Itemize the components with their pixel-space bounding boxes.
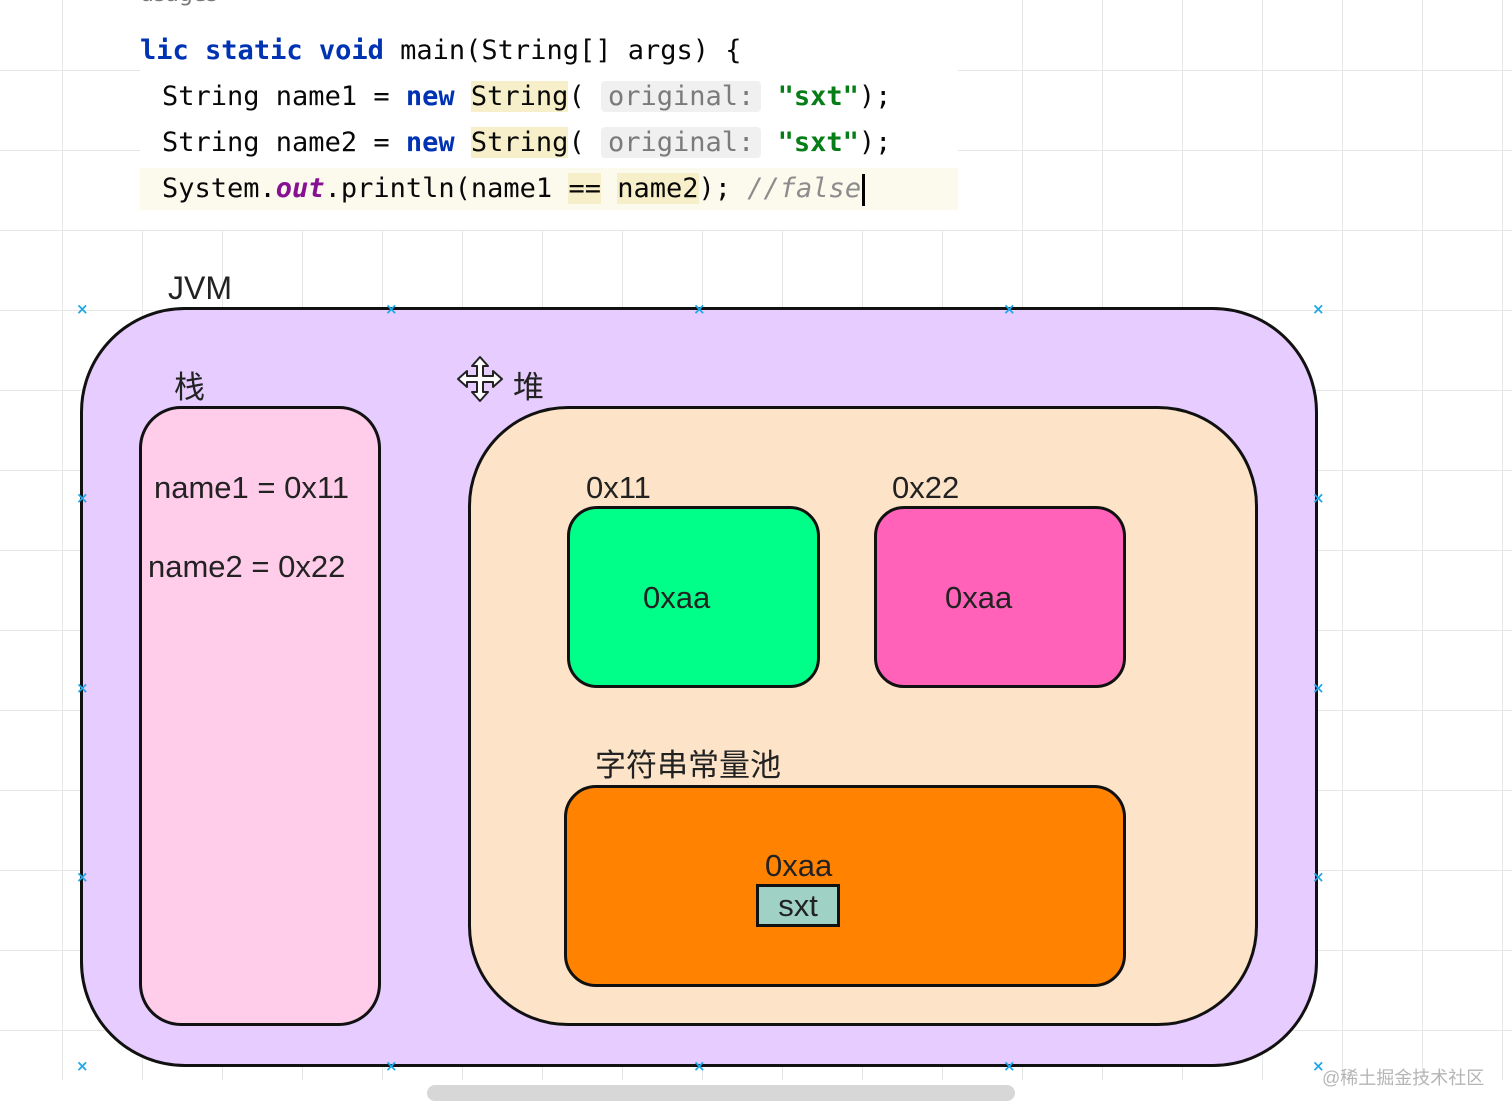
code-var-name2: name2 xyxy=(617,173,699,204)
selection-handle-icon[interactable]: × xyxy=(693,1057,706,1075)
code-system: System. xyxy=(162,173,276,204)
heap-object-2[interactable] xyxy=(874,506,1126,688)
string-pool-value-cell[interactable]: sxt xyxy=(756,884,840,927)
code-println-close: ); xyxy=(698,173,748,204)
selection-handle-icon[interactable]: × xyxy=(76,1057,89,1075)
code-usages-hint: usages xyxy=(140,0,218,16)
selection-handle-icon[interactable]: × xyxy=(1312,1057,1325,1075)
selection-handle-icon[interactable]: × xyxy=(1003,300,1016,318)
selection-handle-icon[interactable]: × xyxy=(76,489,89,507)
string-pool-address: 0xaa xyxy=(765,848,833,883)
code-string-literal: "sxt" xyxy=(777,81,859,112)
selection-handle-icon[interactable]: × xyxy=(1312,679,1325,697)
code-param-hint: original: xyxy=(600,81,762,112)
code-kw-new: new xyxy=(405,81,455,112)
code-type: String xyxy=(162,81,276,112)
stack-label: 栈 xyxy=(174,370,205,405)
heap-object-address-1: 0x11 xyxy=(586,470,651,505)
code-stmt-end: ); xyxy=(858,127,892,158)
string-pool-container[interactable] xyxy=(564,785,1126,987)
selection-handle-icon[interactable]: × xyxy=(1003,1057,1016,1075)
code-main-signature: main(String[] args) { xyxy=(383,35,742,66)
heap-object-content-2: 0xaa xyxy=(945,580,1013,615)
selection-handle-icon[interactable]: × xyxy=(1312,868,1325,886)
scrollbar-thumb[interactable] xyxy=(427,1085,1015,1101)
jvm-label: JVM xyxy=(168,270,232,306)
move-cursor-icon xyxy=(457,356,503,402)
selection-handle-icon[interactable]: × xyxy=(1312,489,1325,507)
code-ctor: String xyxy=(470,81,569,112)
code-var-name2: name2 xyxy=(275,127,358,158)
text-caret xyxy=(862,173,866,206)
stack-entry-name2[interactable]: name2 = 0x22 xyxy=(148,549,346,584)
code-var-name1: name1 xyxy=(275,81,358,112)
code-string-literal: "sxt" xyxy=(777,127,859,158)
code-stmt-end: ); xyxy=(858,81,892,112)
code-snippet: usages lic static void main(String[] arg… xyxy=(140,0,958,230)
string-pool-label: 字符串常量池 xyxy=(595,748,781,783)
code-ctor: String xyxy=(470,127,569,158)
code-line-name1: String name1 = new String( original: "sx… xyxy=(162,76,891,118)
code-line-name2: String name2 = new String( original: "sx… xyxy=(162,122,891,164)
code-compare-operator: == xyxy=(568,173,601,204)
code-kw-void: void xyxy=(318,35,384,66)
selection-handle-icon[interactable]: × xyxy=(385,1057,398,1075)
code-param-hint: original: xyxy=(600,127,762,158)
heap-object-address-2: 0x22 xyxy=(892,470,960,505)
code-kw-new: new xyxy=(405,127,455,158)
code-comment: //false xyxy=(747,173,862,204)
code-paren: ( xyxy=(568,81,585,112)
code-field-out: out xyxy=(275,173,325,204)
code-main-prefix: lic xyxy=(140,35,189,66)
code-line-main: lic static void main(String[] args) { xyxy=(140,30,742,72)
stack-container[interactable] xyxy=(139,406,381,1026)
code-println: .println( xyxy=(324,173,471,204)
heap-object-content-1: 0xaa xyxy=(643,580,711,615)
code-kw-static: static xyxy=(205,35,303,66)
selection-handle-icon[interactable]: × xyxy=(76,679,89,697)
watermark: @稀土掘金技术社区 xyxy=(1322,1068,1485,1088)
selection-handle-icon[interactable]: × xyxy=(1312,300,1325,318)
stack-entry-name1[interactable]: name1 = 0x11 xyxy=(154,470,350,505)
selection-handle-icon[interactable]: × xyxy=(76,300,89,318)
code-line-println[interactable]: System.out.println(name1 == name2); //fa… xyxy=(140,168,958,210)
selection-handle-icon[interactable]: × xyxy=(693,300,706,318)
code-assign: = xyxy=(357,81,406,112)
code-assign: = xyxy=(357,127,406,158)
code-type: String xyxy=(162,127,276,158)
selection-handle-icon[interactable]: × xyxy=(76,868,89,886)
heap-object-1[interactable] xyxy=(567,506,820,688)
heap-label: 堆 xyxy=(513,370,544,405)
code-var-name1: name1 xyxy=(470,173,553,204)
code-paren: ( xyxy=(568,127,585,158)
selection-handle-icon[interactable]: × xyxy=(385,300,398,318)
